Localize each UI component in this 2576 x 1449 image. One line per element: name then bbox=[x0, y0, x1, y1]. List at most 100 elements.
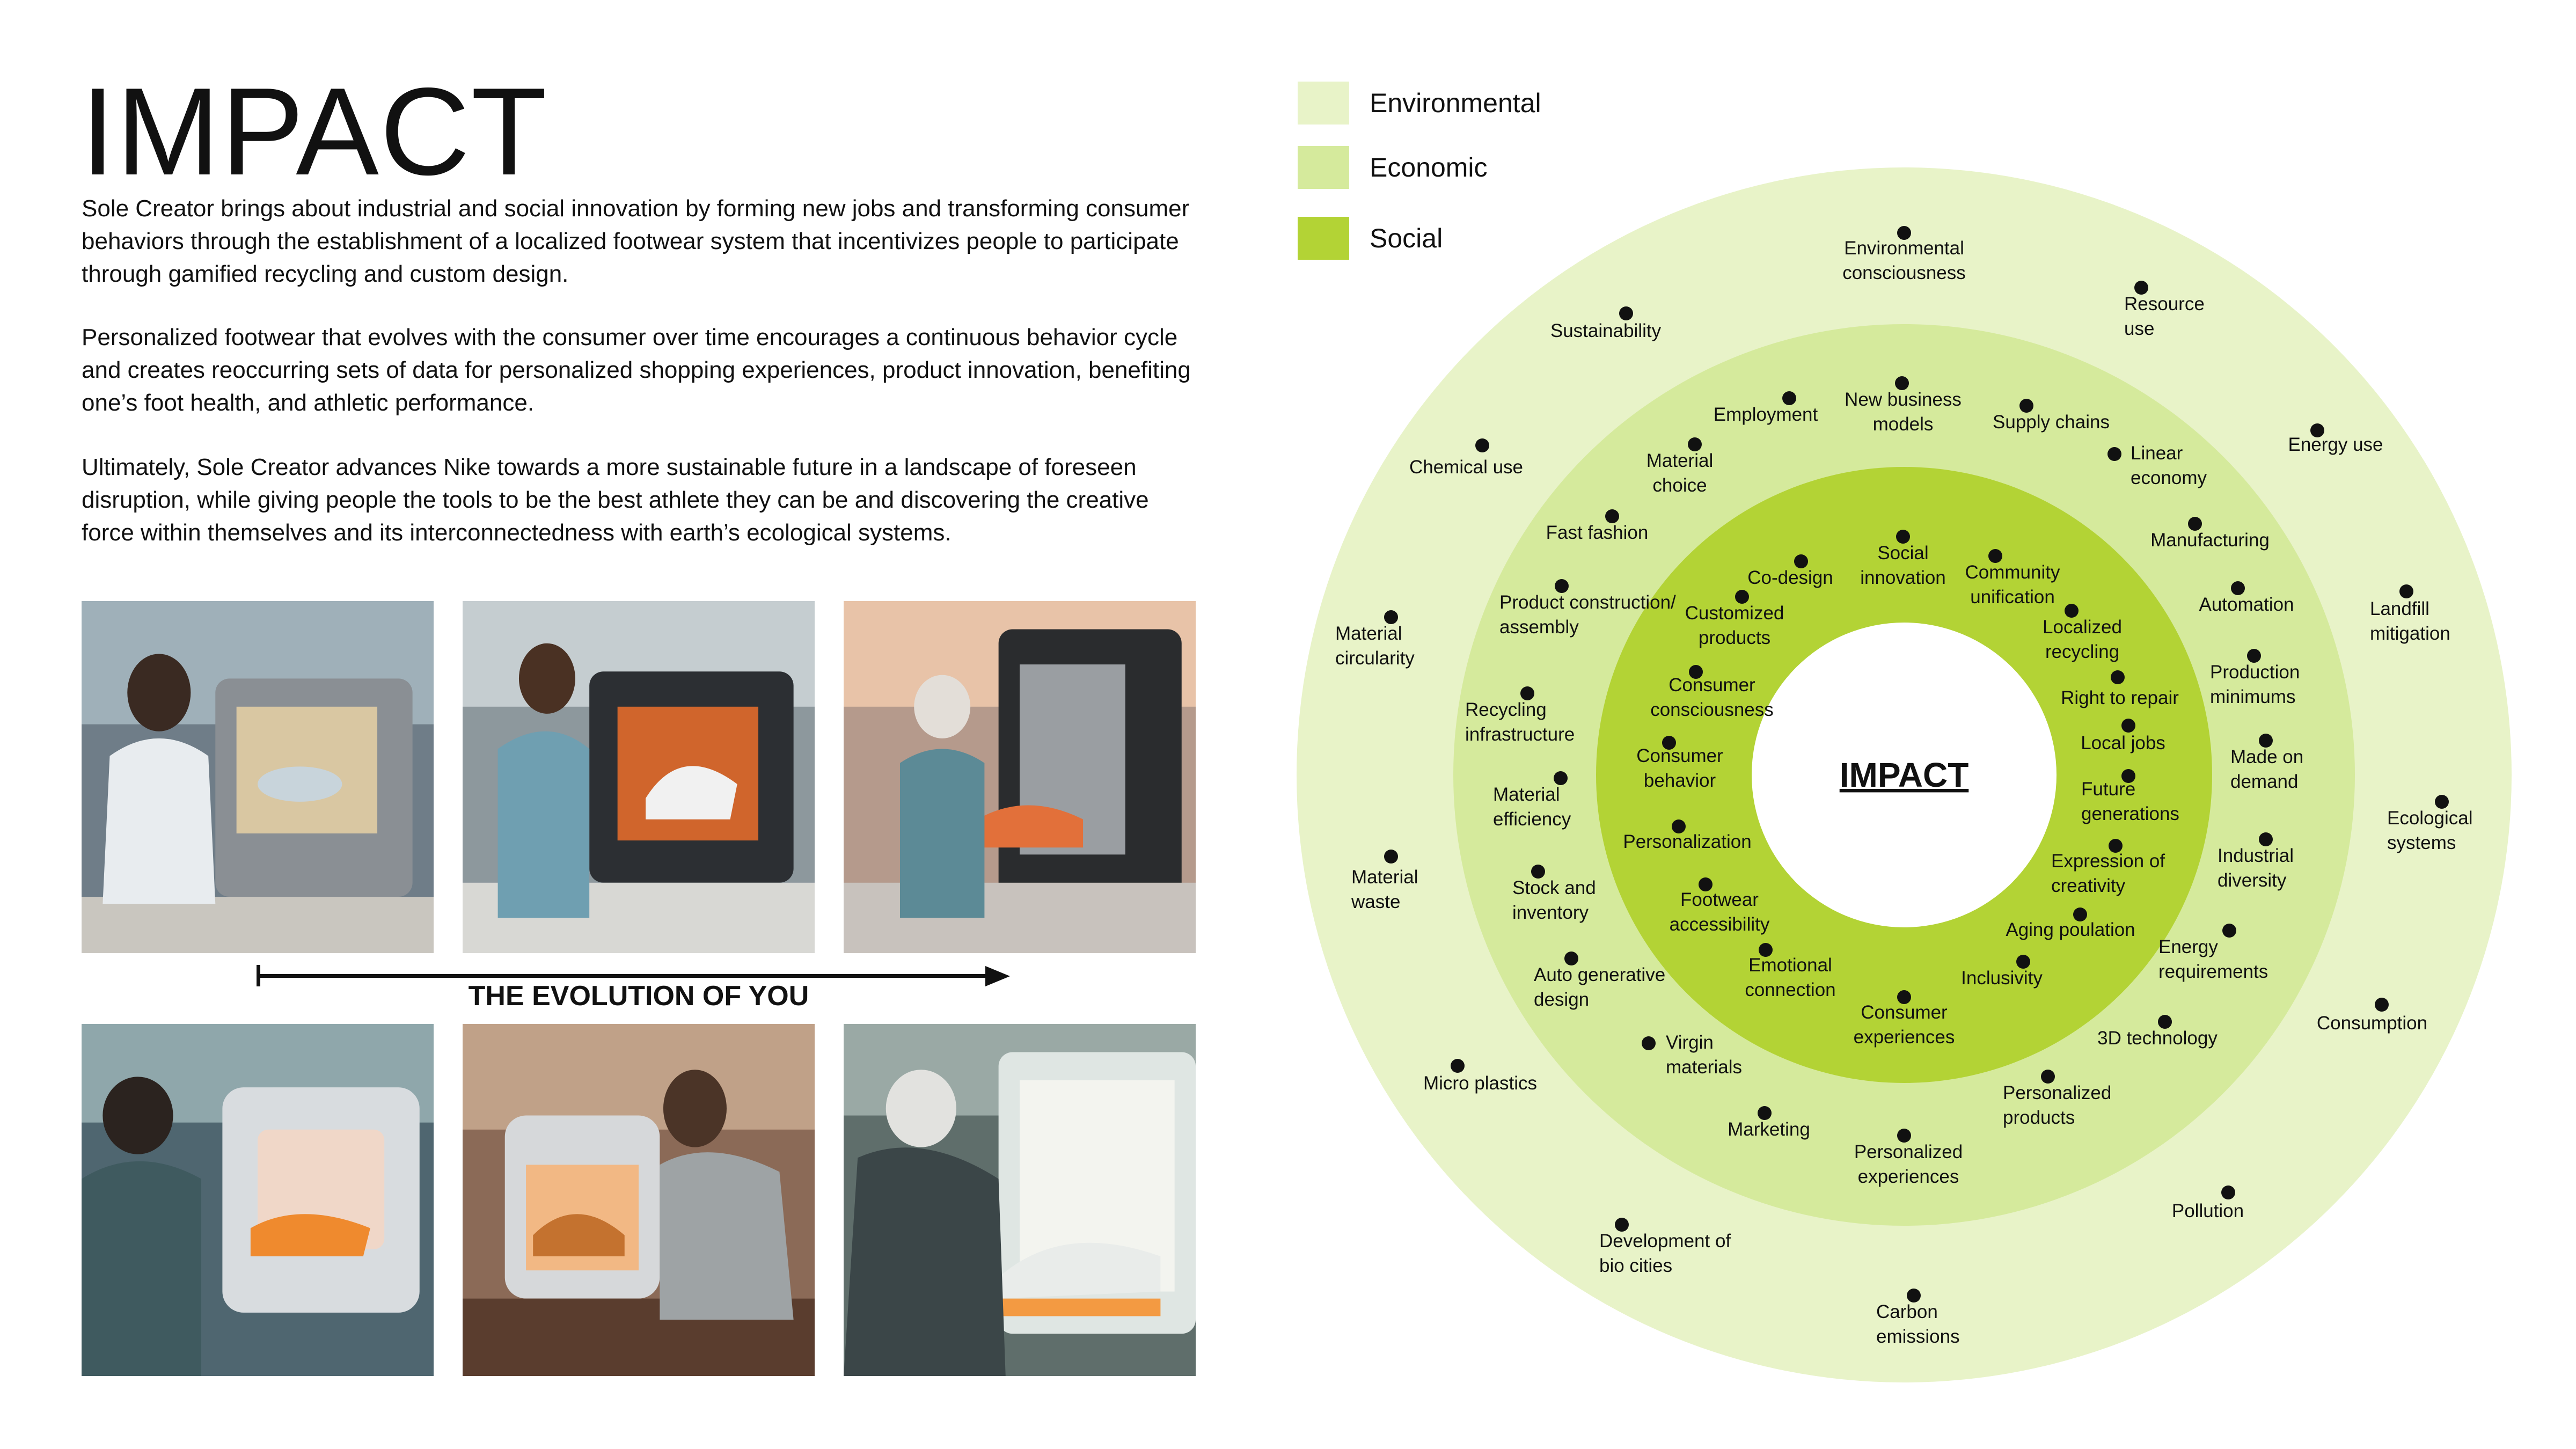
photo-older-man-printer bbox=[844, 1024, 1196, 1376]
node-label: Sustainability bbox=[1550, 320, 1662, 341]
node-label: Consumption bbox=[2317, 1013, 2427, 1034]
legend-label-social: Social bbox=[1370, 223, 1443, 253]
legend-swatch-economic bbox=[1298, 146, 1349, 189]
node-label: Energy use bbox=[2288, 434, 2383, 455]
wheel-node: Chemical use bbox=[1409, 438, 1523, 478]
wheel-node: Marketing bbox=[1728, 1106, 1810, 1140]
node-label: Employment bbox=[1714, 404, 1818, 425]
node-label: Manufacturing bbox=[2150, 530, 2270, 551]
photo-man-printer-1 bbox=[82, 1024, 434, 1376]
node-label: Right to repair bbox=[2061, 687, 2179, 708]
wheel-node: Energy use bbox=[2288, 423, 2383, 455]
node-label: Supply chains bbox=[1993, 412, 2110, 433]
photo-woman-printer-1 bbox=[82, 601, 434, 953]
photo-older-woman-printer bbox=[844, 601, 1196, 953]
wheel-node: Right to repair bbox=[2061, 670, 2179, 708]
node-label: Fast fashion bbox=[1546, 522, 1649, 543]
node-label: Product construction/assembly bbox=[1499, 592, 1676, 638]
wheel-node: Personalization bbox=[1623, 819, 1752, 852]
intro-paragraph-3: Ultimately, Sole Creator advances Nike t… bbox=[82, 454, 1149, 546]
node-label: Pollution bbox=[2172, 1201, 2244, 1221]
wheel-node: Aging poulation bbox=[2006, 908, 2135, 940]
wheel-node: Local jobs bbox=[2081, 719, 2165, 753]
node-label: Co-design bbox=[1747, 567, 1833, 588]
wheel-node: 3D technology bbox=[2097, 1015, 2218, 1049]
wheel-node: Manufacturing bbox=[2150, 517, 2270, 551]
photo-bearded-man-printer bbox=[463, 1024, 815, 1376]
wheel-node: Inclusivity bbox=[1961, 955, 2043, 989]
wheel-node: Product construction/assembly bbox=[1499, 579, 1676, 638]
evolution-timeline-arrow bbox=[257, 965, 1020, 986]
timeline-line bbox=[258, 974, 987, 978]
arrow-right-icon bbox=[985, 966, 1010, 986]
node-label: Local jobs bbox=[2081, 733, 2165, 753]
legend-label-economic: Economic bbox=[1370, 152, 1488, 182]
wheel-node: Automation bbox=[2199, 581, 2294, 615]
wheel-center bbox=[1752, 623, 2057, 927]
photo-woman-printer-2 bbox=[463, 601, 815, 953]
wheel-node: Pollution bbox=[2172, 1185, 2244, 1221]
page-title: IMPACT bbox=[80, 62, 548, 201]
legend-swatch-environmental bbox=[1298, 82, 1349, 125]
wheel-center-label: IMPACT bbox=[1840, 756, 1969, 794]
node-label: Marketing bbox=[1728, 1119, 1810, 1140]
wheel-node: Consumption bbox=[2317, 998, 2427, 1034]
wheel-node: Supply chains bbox=[1993, 399, 2110, 433]
wheel-node: Employment bbox=[1714, 391, 1818, 425]
node-label: Automation bbox=[2199, 594, 2294, 615]
wheel-node: Co-design bbox=[1747, 554, 1833, 588]
intro-paragraph-2: Personalized footwear that evolves with … bbox=[82, 324, 1191, 416]
evolution-label: THE EVOLUTION OF YOU bbox=[322, 980, 955, 1012]
